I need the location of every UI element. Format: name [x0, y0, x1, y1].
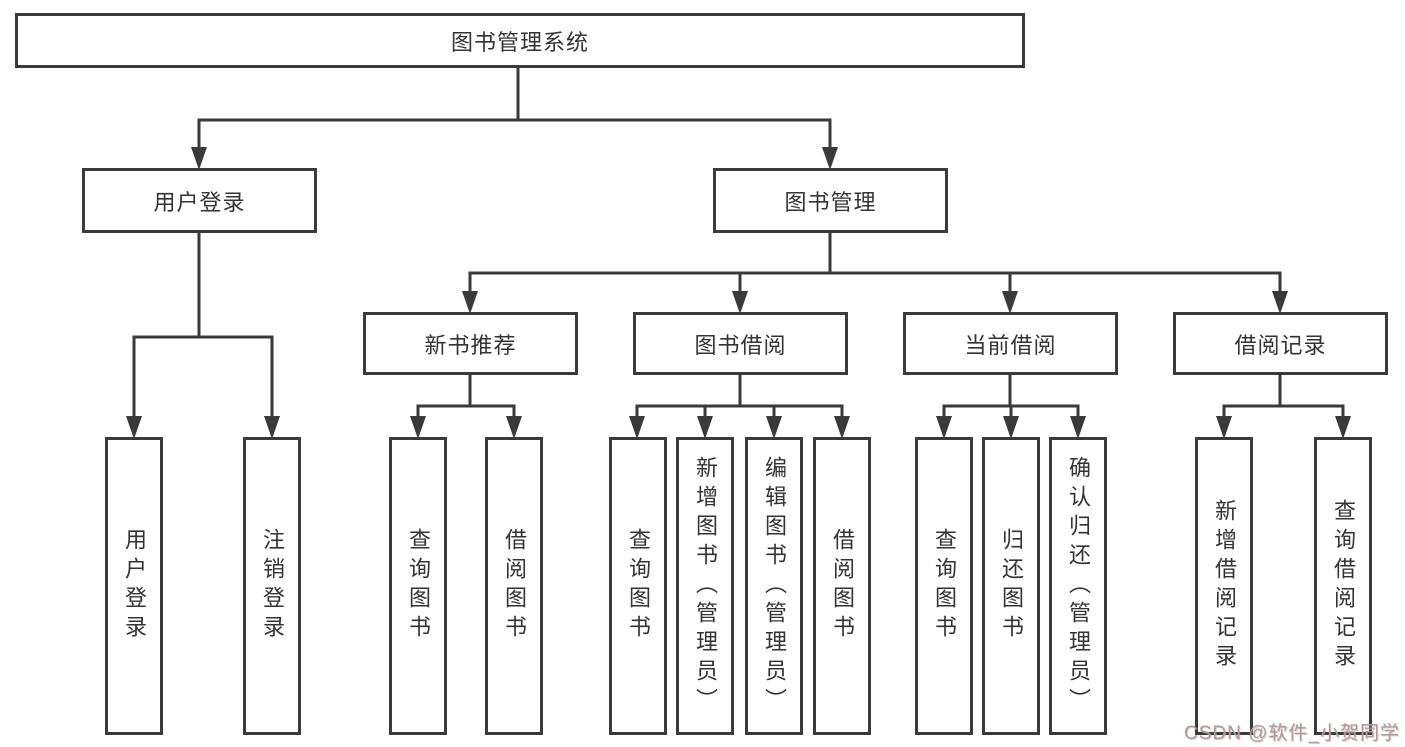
arrow-down-icon: [732, 291, 748, 314]
arrow-down-icon: [126, 416, 142, 439]
connector-records-to-leaves: [1222, 375, 1345, 419]
arrow-down-icon: [1272, 291, 1288, 314]
connector-line: [416, 404, 516, 419]
connector-bookmgmt-to-level3: [468, 233, 1282, 294]
node-current-borrow: 当前借阅: [903, 312, 1118, 375]
leaf-confirm-return-admin: 确认归还（管理员）: [1049, 437, 1107, 735]
arrow-down-icon: [506, 416, 522, 439]
arrow-down-icon: [1002, 291, 1018, 314]
leaf-query-borrow-record: 查询借阅记录: [1314, 437, 1372, 735]
arrowheads: [126, 147, 1351, 439]
leaf-borrow-book-newrec: 借阅图书: [485, 437, 543, 735]
arrow-down-icon: [1335, 416, 1351, 439]
connector-root-to-level2: [197, 68, 832, 150]
connector-line: [132, 335, 274, 419]
leaf-return-book: 归还图书: [982, 437, 1040, 735]
leaf-query-book-newrec: 查询图书: [389, 437, 447, 735]
arrow-down-icon: [1216, 416, 1232, 439]
arrow-down-icon: [1070, 416, 1086, 439]
leaf-add-borrow-record: 新增借阅记录: [1195, 437, 1253, 735]
connector-line: [197, 118, 832, 150]
watermark: CSDN @软件_小贺同学: [1184, 723, 1400, 744]
node-book-borrow: 图书借阅: [633, 312, 848, 375]
leaf-borrow-book-borrow: 借阅图书: [813, 437, 871, 735]
arrow-down-icon: [191, 147, 207, 170]
connector-borrow-to-leaves: [635, 375, 844, 419]
arrow-down-icon: [1003, 416, 1019, 439]
arrow-down-icon: [462, 291, 478, 314]
leaf-add-book-admin: 新增图书（管理员）: [676, 437, 734, 735]
arrow-down-icon: [697, 416, 713, 439]
arrow-down-icon: [629, 416, 645, 439]
connector-userlogin-to-leaves: [132, 233, 274, 419]
arrow-down-icon: [936, 416, 952, 439]
leaf-user-login: 用户登录: [105, 437, 163, 735]
leaf-query-book-borrow: 查询图书: [609, 437, 667, 735]
arrow-down-icon: [822, 147, 838, 170]
leaf-query-book-current: 查询图书: [915, 437, 973, 735]
connector-line: [635, 404, 844, 419]
leaf-edit-book-admin: 编辑图书（管理员）: [745, 437, 803, 735]
leaf-logout: 注销登录: [243, 437, 301, 735]
node-root: 图书管理系统: [15, 13, 1025, 68]
node-new-book-recommend: 新书推荐: [363, 312, 578, 375]
connector-line: [1222, 404, 1345, 419]
arrow-down-icon: [264, 416, 280, 439]
arrow-down-icon: [410, 416, 426, 439]
node-user-login: 用户登录: [82, 168, 317, 233]
node-book-management: 图书管理: [713, 168, 948, 233]
connector-newrec-to-leaves: [416, 375, 516, 419]
connector-current-to-leaves: [942, 375, 1080, 419]
connector-line: [468, 271, 1282, 294]
node-borrow-records: 借阅记录: [1173, 312, 1388, 375]
arrow-down-icon: [766, 416, 782, 439]
arrow-down-icon: [834, 416, 850, 439]
